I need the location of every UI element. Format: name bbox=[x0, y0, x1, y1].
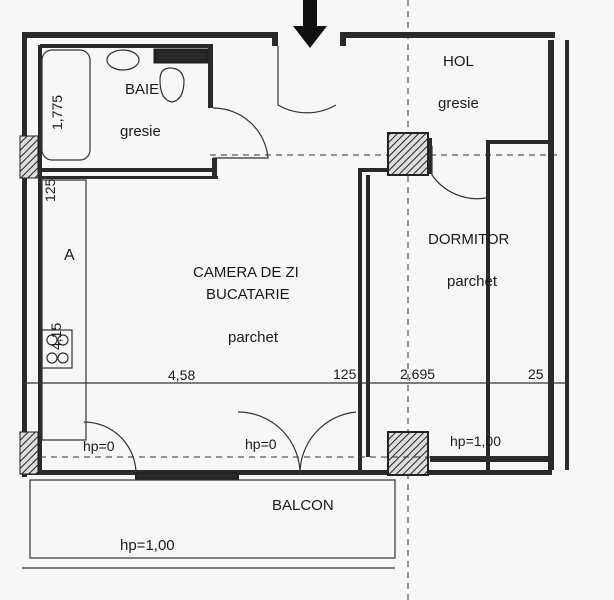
room-name-camera: CAMERA DE ZI bbox=[193, 264, 299, 281]
pillar bbox=[19, 135, 39, 179]
floor-type-baie: gresie bbox=[120, 123, 161, 140]
kitchen-mark: A bbox=[64, 247, 75, 264]
dim-dormitor-width: 2,695 bbox=[400, 366, 435, 382]
entrance-door[interactable] bbox=[277, 46, 337, 114]
stove-icon bbox=[41, 329, 73, 369]
dormitor-door[interactable] bbox=[431, 146, 487, 200]
dim-camera-width: 4,58 bbox=[168, 367, 195, 383]
bathroom-door[interactable] bbox=[212, 107, 269, 159]
toilet-icon bbox=[159, 67, 185, 103]
room-name-dormitor: DORMITOR bbox=[428, 231, 510, 248]
floor-type-dormitor: parchet bbox=[447, 273, 498, 290]
dim-wall-right: 25 bbox=[528, 366, 544, 382]
bathtub-icon bbox=[41, 49, 91, 161]
hp-dormitor-window: hp=1,00 bbox=[450, 433, 501, 449]
balcony-door-center-right[interactable] bbox=[299, 411, 357, 476]
room-name-bucatarie: BUCATARIE bbox=[206, 286, 290, 303]
pillar bbox=[19, 431, 39, 475]
hp-left-door: hp=0 bbox=[83, 438, 115, 454]
dim-room-depth: 4,15 bbox=[48, 323, 64, 350]
balcony-door-center-left[interactable] bbox=[237, 411, 301, 476]
pillar bbox=[387, 132, 429, 176]
balcony-outline bbox=[29, 479, 396, 559]
balcony-door-left[interactable] bbox=[83, 421, 137, 476]
kitchen-counter bbox=[41, 179, 87, 441]
hp-center-door: hp=0 bbox=[245, 436, 277, 452]
floor-type-hol: gresie bbox=[438, 95, 479, 112]
room-name-balcon: BALCON bbox=[272, 497, 334, 514]
dim-wall-left: 125 bbox=[42, 178, 58, 202]
floor-type-camera: parchet bbox=[228, 329, 279, 346]
dim-bath-length: 1,775 bbox=[49, 95, 65, 130]
dim-wall-mid: 125 bbox=[333, 366, 357, 382]
walls bbox=[22, 32, 569, 477]
room-name-hol: HOL bbox=[443, 53, 474, 70]
balcony-hp: hp=1,00 bbox=[120, 537, 175, 554]
pillar bbox=[387, 431, 429, 476]
room-name-baie: BAIE bbox=[125, 81, 159, 98]
sink-icon bbox=[106, 49, 140, 71]
arrow-down-icon bbox=[293, 0, 327, 48]
